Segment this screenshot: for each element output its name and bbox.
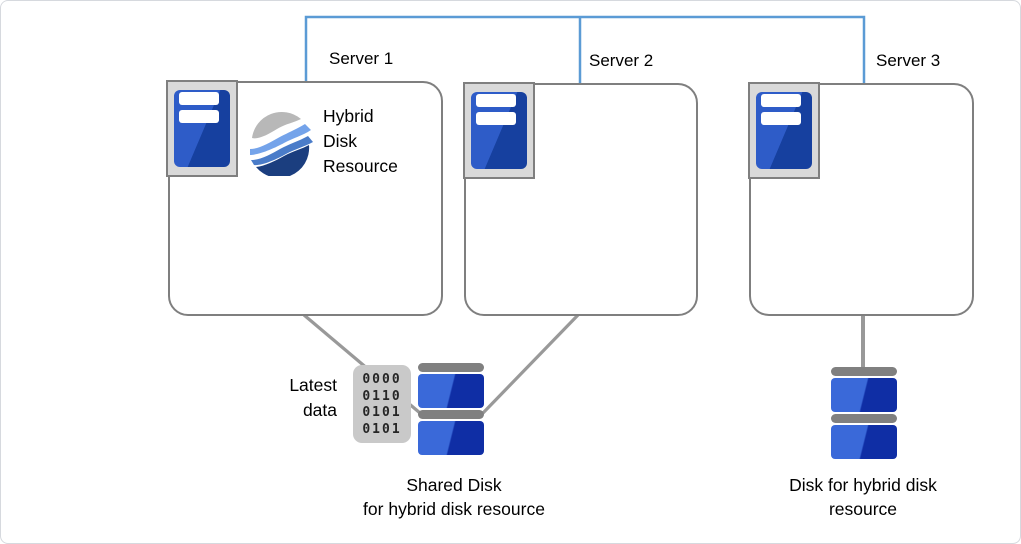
hybrid-disk-caption: Disk for hybrid disk resource: [789, 475, 937, 519]
shared-disk-icon: [417, 363, 485, 456]
shared-disk-caption: Shared Disk for hybrid disk resource: [363, 475, 545, 519]
server1-icon: [166, 80, 238, 177]
hybrid-disk-resource-label: Hybrid Disk Resource: [323, 106, 398, 176]
server1-label: Server 1: [329, 49, 394, 68]
server2-shared-disk-line: [481, 313, 580, 415]
server2-icon: [463, 82, 535, 179]
server3-icon: [748, 82, 820, 179]
binary-data-icon: 0000 0110 0101 0101: [353, 365, 411, 443]
hybrid-disk-resource-icon: [250, 111, 313, 176]
latest-data-label: Latest data: [289, 375, 337, 420]
hybrid-disk-icon: [830, 367, 898, 460]
server2-box: [464, 83, 698, 316]
interconnect-line: [304, 15, 866, 83]
server2-label: Server 2: [589, 51, 654, 70]
server3-label: Server 3: [876, 51, 941, 70]
